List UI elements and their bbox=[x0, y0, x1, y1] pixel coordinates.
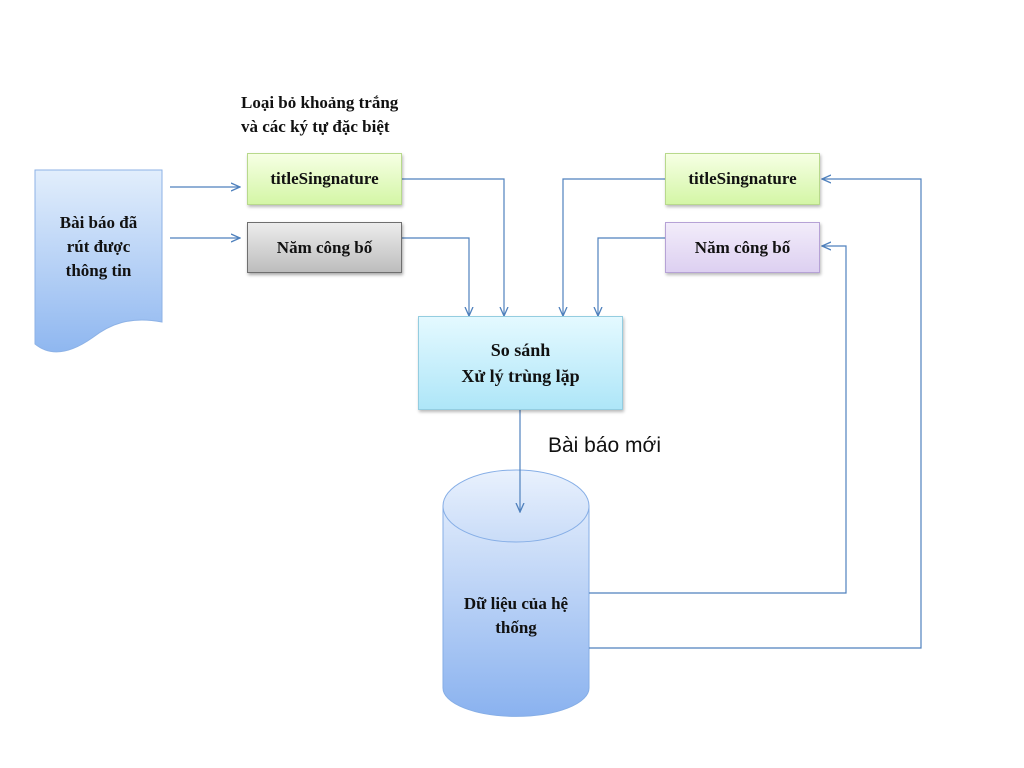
right-year-box: Năm công bố bbox=[665, 222, 820, 273]
new-article-label: Bài báo mới bbox=[548, 434, 661, 457]
database-line-2: thống bbox=[495, 618, 537, 637]
right-title-signature-label: titleSingnature bbox=[688, 169, 797, 188]
left-year-box: Năm công bố bbox=[247, 222, 402, 273]
compare-box: So sánh Xử lý trùng lặp bbox=[418, 316, 623, 410]
right-year-label: Năm công bố bbox=[694, 237, 791, 257]
document-line-2: rút được bbox=[66, 237, 131, 256]
arrow-database-to-right-title bbox=[589, 179, 922, 649]
note-line-2: và các ký tự đặc biệt bbox=[241, 117, 390, 136]
arrow-right-title-to-compare bbox=[563, 178, 665, 316]
right-title-signature-box: titleSingnature bbox=[665, 153, 820, 205]
document-label: Bài báo đã rút được thông tin bbox=[36, 211, 161, 283]
left-title-signature-label: titleSingnature bbox=[270, 169, 379, 188]
document-line-3: thông tin bbox=[65, 261, 132, 280]
arrow-left-title-to-compare bbox=[402, 178, 504, 316]
note-line-1: Loại bỏ khoảng trắng bbox=[241, 93, 399, 112]
preprocess-note: Loại bỏ khoảng trắng và các ký tự đặc bi… bbox=[241, 91, 398, 139]
arrow-database-to-right-year bbox=[589, 246, 847, 594]
document-line-1: Bài báo đã bbox=[59, 213, 138, 232]
compare-line-1: So sánh bbox=[490, 340, 551, 360]
document-shape bbox=[34, 169, 163, 353]
database-line-1: Dữ liệu của hệ bbox=[463, 594, 569, 613]
database-label: Dữ liệu của hệ thống bbox=[443, 592, 589, 640]
arrow-left-year-to-compare bbox=[402, 237, 469, 316]
left-title-signature-box: titleSingnature bbox=[247, 153, 402, 205]
arrow-right-year-to-compare bbox=[598, 237, 665, 316]
left-year-label: Năm công bố bbox=[276, 237, 373, 257]
compare-line-2: Xử lý trùng lặp bbox=[461, 366, 580, 386]
